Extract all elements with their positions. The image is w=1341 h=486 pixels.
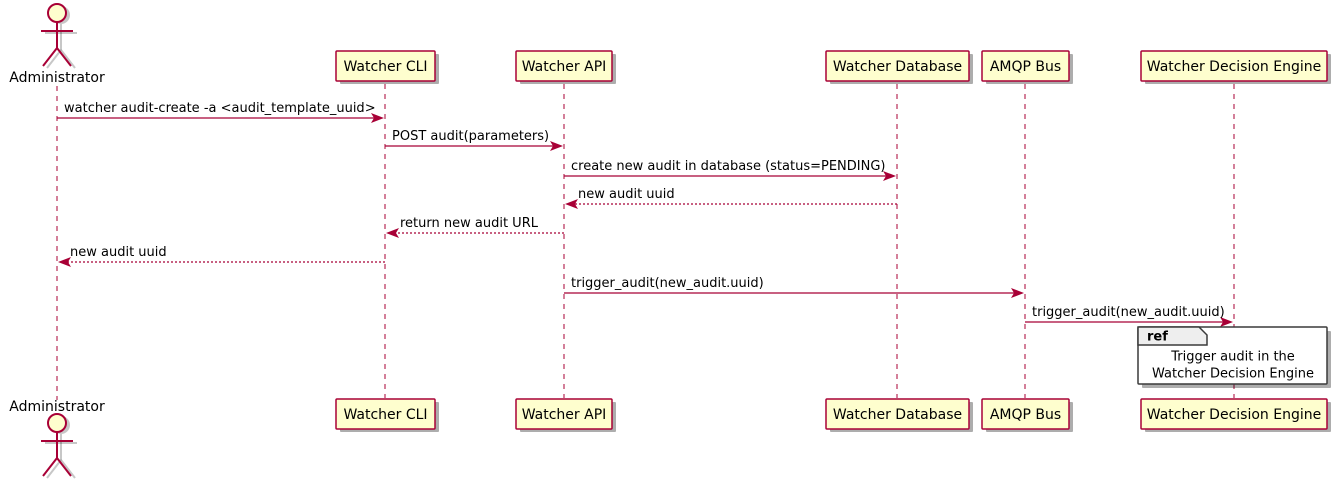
participant-amqp-bus-top[interactable]: AMQP Bus	[981, 50, 1073, 84]
participant-box-amqp-bus-bottom[interactable]	[981, 398, 1070, 430]
participant-box-watcher-database-top[interactable]	[825, 50, 970, 82]
message-8-arrowhead-icon	[1220, 317, 1233, 327]
message-3-create-new-audit[interactable]: create new audit in database (status=PEN…	[564, 159, 896, 181]
lifelines-layer	[56, 84, 1235, 400]
participant-label-amqp-bus-bottom: AMQP Bus	[990, 407, 1061, 423]
ref-fragment-body-line-1: Trigger audit in the	[1170, 350, 1295, 365]
actor-label-administrator-top: Administrator	[9, 70, 105, 86]
participant-label-watcher-api-top: Watcher API	[522, 59, 607, 75]
participant-watcher-decision-engine-top[interactable]: Watcher Decision Engine	[1140, 50, 1331, 84]
participant-box-watcher-decision-engine-top[interactable]	[1140, 50, 1328, 82]
message-3-arrowhead-icon	[883, 171, 896, 181]
participant-box-watcher-cli-top[interactable]	[335, 50, 436, 82]
participant-watcher-cli-top[interactable]: Watcher CLI	[335, 50, 439, 84]
message-8-trigger-audit-decision-engine[interactable]: trigger_audit(new_audit.uuid)	[1025, 305, 1233, 327]
actor-leg-right-icon	[56, 47, 72, 67]
ref-fragment-tab-label: ref	[1147, 330, 1168, 345]
participant-watcher-api-bottom[interactable]: Watcher API	[515, 398, 616, 432]
participant-label-watcher-api-bottom: Watcher API	[522, 407, 607, 423]
participant-label-watcher-cli-bottom: Watcher CLI	[343, 407, 427, 423]
message-2-post-audit[interactable]: POST audit(parameters)	[385, 129, 563, 151]
messages-layer: watcher audit-create -a <audit_template_…	[57, 101, 1233, 327]
actor-label-administrator-bottom: Administrator	[9, 399, 105, 415]
actor-head-icon-bottom	[47, 413, 67, 433]
participant-label-watcher-database-top: Watcher Database	[833, 59, 962, 75]
participant-label-watcher-decision-engine-top: Watcher Decision Engine	[1147, 59, 1321, 75]
ref-fragment-trigger-audit[interactable]: ref Trigger audit in the Watcher Decisio…	[1137, 326, 1331, 388]
message-7-trigger-audit-amqp[interactable]: trigger_audit(new_audit.uuid)	[564, 276, 1024, 298]
participant-watcher-database-bottom[interactable]: Watcher Database	[825, 398, 973, 432]
message-6-new-audit-uuid[interactable]: new audit uuid	[58, 245, 385, 267]
message-1-arrowhead-icon	[371, 113, 384, 123]
message-4-arrowhead-icon	[565, 199, 578, 209]
participant-box-watcher-api-top[interactable]	[515, 50, 613, 82]
participant-label-amqp-bus-top: AMQP Bus	[990, 59, 1061, 75]
message-1-watcher-audit-create[interactable]: watcher audit-create -a <audit_template_…	[57, 101, 384, 123]
message-4-label: new audit uuid	[578, 187, 675, 202]
message-1-label: watcher audit-create -a <audit_template_…	[64, 101, 376, 116]
participant-amqp-bus-bottom[interactable]: AMQP Bus	[981, 398, 1073, 432]
ref-fragment-tab	[1137, 326, 1208, 346]
actor-head-icon	[47, 3, 67, 23]
message-8-label: trigger_audit(new_audit.uuid)	[1032, 305, 1225, 320]
message-7-arrowhead-icon	[1011, 288, 1024, 298]
message-6-label: new audit uuid	[70, 245, 167, 260]
participant-box-watcher-database-bottom[interactable]	[825, 398, 970, 430]
message-4-new-audit-uuid[interactable]: new audit uuid	[565, 187, 897, 209]
actor-administrator-top[interactable]: Administrator	[9, 3, 105, 86]
message-7-label: trigger_audit(new_audit.uuid)	[571, 276, 764, 291]
message-2-label: POST audit(parameters)	[392, 129, 549, 144]
message-5-label: return new audit URL	[400, 216, 539, 231]
participant-watcher-api-top[interactable]: Watcher API	[515, 50, 616, 84]
participant-label-watcher-decision-engine-bottom: Watcher Decision Engine	[1147, 407, 1321, 423]
participant-watcher-database-top[interactable]: Watcher Database	[825, 50, 973, 84]
message-5-arrowhead-icon	[386, 228, 399, 238]
participant-boxes-bottom: Watcher CLI Watcher API Watcher Database…	[335, 398, 1331, 432]
ref-fragment-body-line-2: Watcher Decision Engine	[1152, 367, 1314, 382]
actor-leg-left-icon	[42, 47, 58, 67]
message-5-return-new-audit-url[interactable]: return new audit URL	[386, 216, 564, 238]
actor-administrator-bottom[interactable]: Administrator	[9, 399, 105, 479]
message-2-arrowhead-icon	[550, 141, 563, 151]
participant-label-watcher-cli-top: Watcher CLI	[343, 59, 427, 75]
participant-box-watcher-cli-bottom[interactable]	[335, 398, 436, 430]
participant-watcher-cli-bottom[interactable]: Watcher CLI	[335, 398, 439, 432]
participant-box-watcher-api-bottom[interactable]	[515, 398, 613, 430]
actor-leg-left-icon-bottom	[42, 457, 58, 477]
actor-leg-right-icon-bottom	[56, 457, 72, 477]
message-6-arrowhead-icon	[58, 257, 71, 267]
participant-watcher-decision-engine-bottom[interactable]: Watcher Decision Engine	[1140, 398, 1331, 432]
participant-box-amqp-bus-top[interactable]	[981, 50, 1070, 82]
participant-box-watcher-decision-engine-bottom[interactable]	[1140, 398, 1328, 430]
participant-boxes-top: Watcher CLI Watcher API Watcher Database…	[335, 50, 1331, 84]
message-3-label: create new audit in database (status=PEN…	[571, 159, 886, 174]
participant-label-watcher-database-bottom: Watcher Database	[833, 407, 962, 423]
